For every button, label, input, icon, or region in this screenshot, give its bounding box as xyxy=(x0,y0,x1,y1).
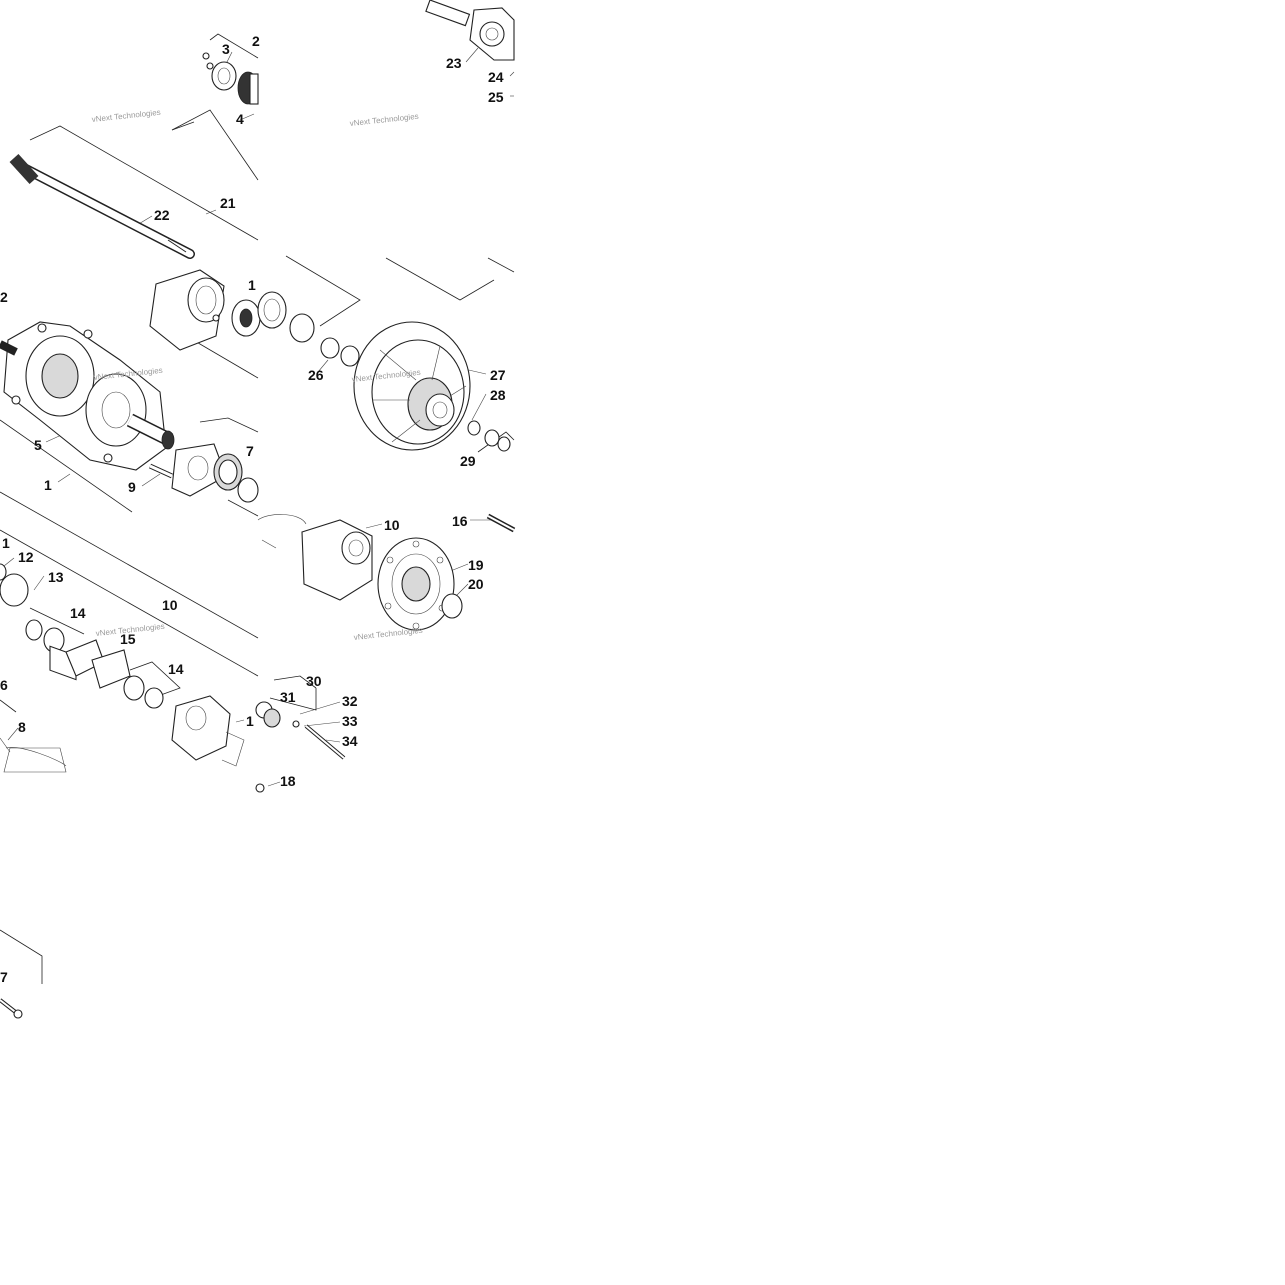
callout-19: 19 xyxy=(468,557,484,573)
callout-25: 25 xyxy=(488,89,504,105)
watermark: vNext Technologies xyxy=(349,112,419,128)
callout-1-upper: 1 xyxy=(248,277,256,293)
callout-31: 31 xyxy=(280,689,296,705)
driven-pulley xyxy=(353,321,511,452)
watermark: vNext Technologies xyxy=(353,626,423,642)
callout-30: 30 xyxy=(306,673,322,689)
callout-6: 6 xyxy=(0,677,8,693)
callout-24: 24 xyxy=(488,69,504,85)
top-spline-shaft xyxy=(425,0,515,61)
hub-plate-and-seal xyxy=(148,443,259,503)
callout-22: 22 xyxy=(154,207,170,223)
callout-33: 33 xyxy=(342,713,358,729)
callout-20: 20 xyxy=(468,576,484,592)
callout-1-caliper: 1 xyxy=(246,713,254,729)
callout-labels: 2 3 4 21 22 23 24 25 2 1 26 27 28 29 5 7… xyxy=(0,33,506,985)
lower-caliper-assembly xyxy=(0,563,346,793)
top-bearing-assembly xyxy=(202,52,259,105)
watermarks: vNext Technologies vNext Technologies vN… xyxy=(91,108,423,642)
callout-7-lower: 7 xyxy=(0,969,8,985)
callout-10-right: 10 xyxy=(384,517,400,533)
watermark: vNext Technologies xyxy=(91,108,161,124)
callout-1-lower: 1 xyxy=(2,535,10,551)
bearing-housing-upper xyxy=(149,269,360,367)
callout-2: 2 xyxy=(252,33,260,49)
bracket-lines xyxy=(0,33,515,984)
callout-4: 4 xyxy=(236,111,244,127)
callout-1-middle: 1 xyxy=(44,477,52,493)
callout-28: 28 xyxy=(490,387,506,403)
callout-23: 23 xyxy=(446,55,462,71)
callout-10-lower: 10 xyxy=(162,597,178,613)
drive-sprocket-hub xyxy=(0,321,175,471)
long-drive-shaft xyxy=(9,153,195,259)
callout-26: 26 xyxy=(308,367,324,383)
callout-15: 15 xyxy=(120,631,136,647)
right-caliper-and-disc xyxy=(257,513,516,631)
callout-5: 5 xyxy=(34,437,42,453)
callout-7: 7 xyxy=(246,443,254,459)
callout-34: 34 xyxy=(342,733,358,749)
callout-21: 21 xyxy=(220,195,236,211)
callout-14-lower: 14 xyxy=(168,661,184,677)
callout-16: 16 xyxy=(452,513,468,529)
lower-left-bolt xyxy=(0,998,23,1019)
callout-27: 27 xyxy=(490,367,506,383)
callout-3: 3 xyxy=(222,41,230,57)
callout-18: 18 xyxy=(280,773,296,789)
callout-14-upper: 14 xyxy=(70,605,86,621)
callout-32: 32 xyxy=(342,693,358,709)
callout-12: 12 xyxy=(18,549,34,565)
callout-8: 8 xyxy=(18,719,26,735)
callout-29: 29 xyxy=(460,453,476,469)
callout-2-left: 2 xyxy=(0,289,8,305)
callout-13: 13 xyxy=(48,569,64,585)
callout-9: 9 xyxy=(128,479,136,495)
